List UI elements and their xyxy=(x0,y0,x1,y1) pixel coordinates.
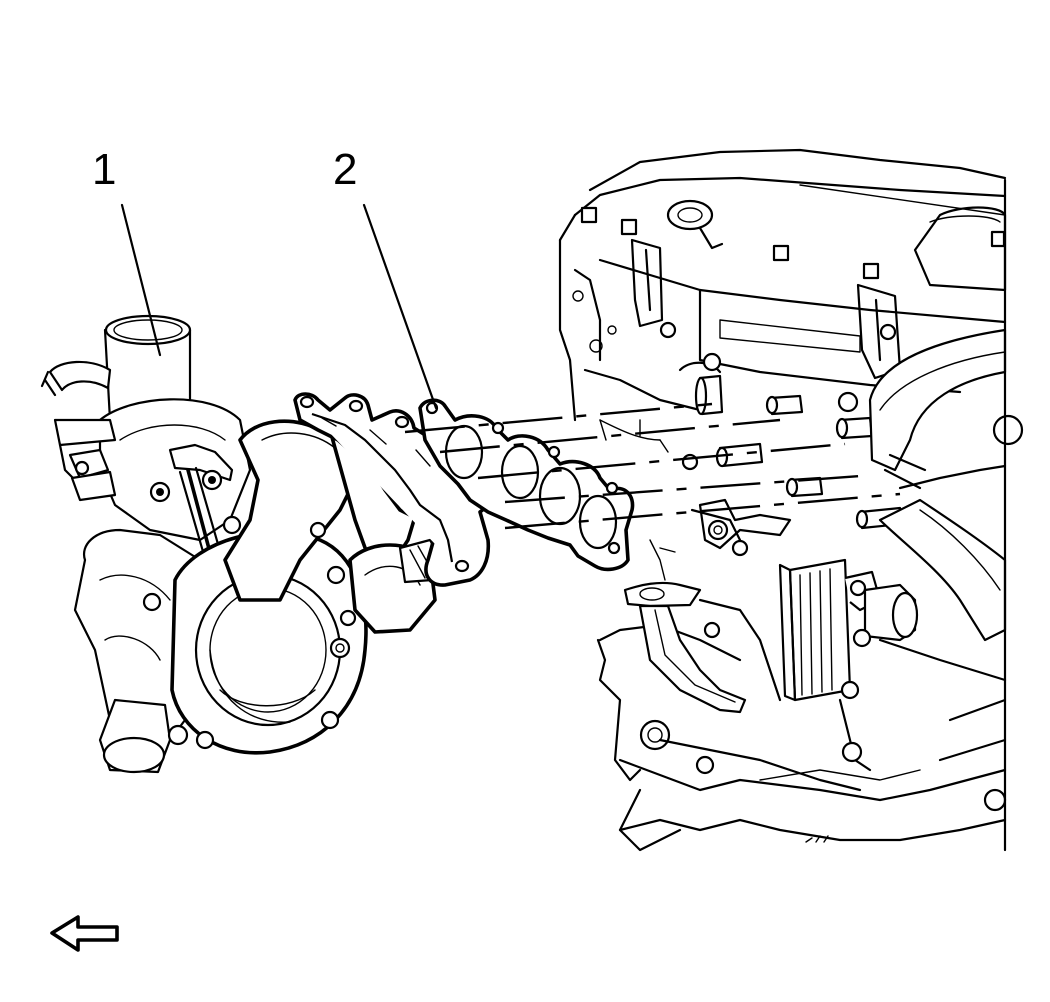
exhaust-manifold-gasket xyxy=(418,398,635,572)
callout-2-label: 2 xyxy=(333,145,358,194)
left-arrow-icon xyxy=(50,915,119,952)
callout-1-label: 1 xyxy=(92,145,117,194)
callout-leaders xyxy=(120,203,438,410)
turbocharger xyxy=(40,314,444,774)
alignment-lines xyxy=(404,402,901,530)
engine-block xyxy=(558,148,1024,852)
cover-bolts xyxy=(580,206,1006,280)
oil-cooler xyxy=(778,558,919,702)
